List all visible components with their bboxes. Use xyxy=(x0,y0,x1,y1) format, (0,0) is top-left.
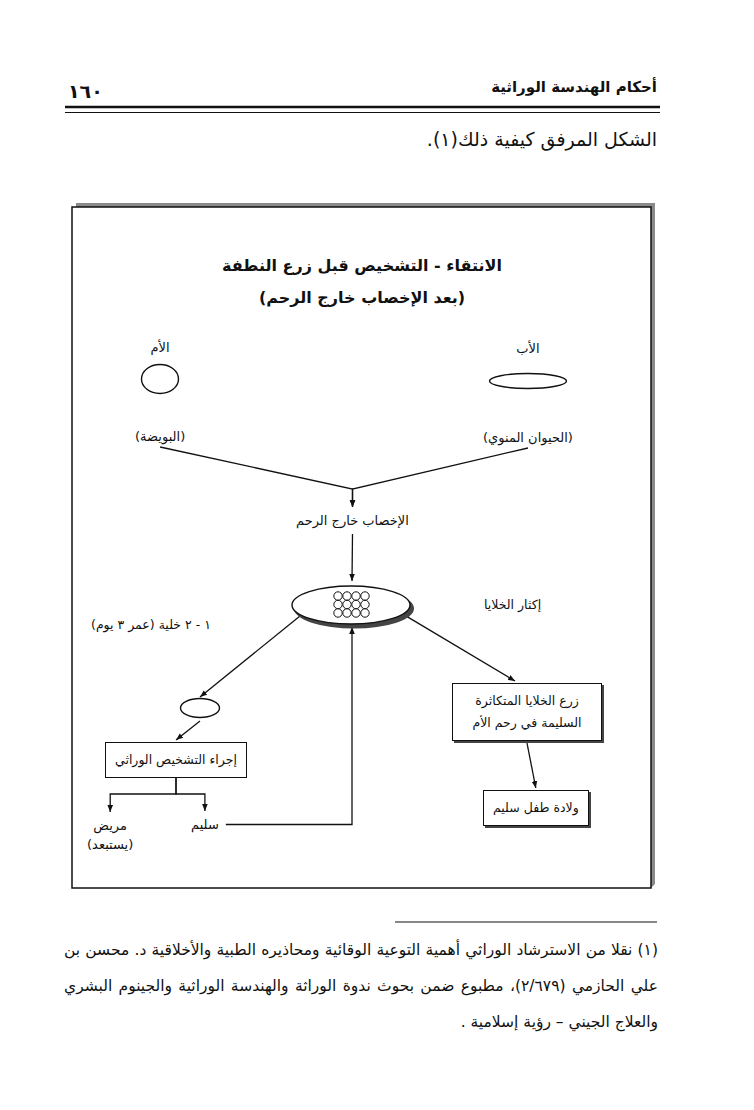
footnote-rule xyxy=(395,922,657,923)
cell-shape xyxy=(140,363,180,395)
connector-arrow xyxy=(200,616,300,697)
ellipse-outline xyxy=(289,583,415,629)
ellipse-outline xyxy=(140,363,180,395)
ellipse-outline xyxy=(179,697,221,719)
node-heading: الأم xyxy=(151,340,170,355)
ellipse-outline xyxy=(488,372,568,390)
outcome-text: سليم xyxy=(188,813,222,836)
outcome-text: مريض(يستبعد) xyxy=(84,814,136,856)
egg-cell: الأم (البويضة) xyxy=(135,340,185,444)
process-text: الإخصاب خارج الرحم xyxy=(293,509,412,532)
footnote: (١) نقلا من الاسترشاد الوراثي أهمية التو… xyxy=(64,932,658,1040)
process-box: زرع الخلايا المتكاثرة السليمة في رحم الأ… xyxy=(452,683,602,741)
connector-arrow xyxy=(226,627,352,825)
connector-arrow xyxy=(110,778,176,812)
node-text: إجراء التشخيص الوراثي xyxy=(115,749,237,771)
body-text: الشكل المرفق كيفية ذلك(١). xyxy=(200,128,657,150)
biopsy-cell: ١ - ٢ خلية (عمر ٣ يوم) xyxy=(179,697,221,719)
header-rule xyxy=(65,106,660,109)
connector-arrow xyxy=(160,447,352,507)
connector-arrow xyxy=(527,743,536,788)
node-heading: الأب xyxy=(516,341,539,356)
node-caption: (البويضة) xyxy=(135,429,185,444)
connector-arrow xyxy=(351,534,353,581)
node-text: سليم xyxy=(191,815,219,834)
node-text: (يستبعد) xyxy=(87,835,133,854)
process-box: إجراء التشخيص الوراثي xyxy=(105,742,247,778)
sperm-cell: الأب (الحيوان المنوي) xyxy=(483,341,573,445)
diagram-frame xyxy=(72,207,651,888)
diagram-title: الانتقاء - التشخيص قبل زرع النطفة (بعد ا… xyxy=(207,250,517,314)
running-header: أحكام الهندسة الوراثية xyxy=(455,78,657,96)
frame-shadow xyxy=(76,203,655,888)
page-number: ١٦٠ xyxy=(68,80,128,102)
header-rule xyxy=(65,112,660,113)
node-text: ولادة طفل سليم xyxy=(493,797,579,819)
node-text: مريض xyxy=(87,816,133,835)
node-label: ١ - ٢ خلية (عمر ٣ يوم) xyxy=(91,617,211,632)
connector-arrow xyxy=(176,778,205,811)
node-label: إكثار الخلايا xyxy=(484,597,541,612)
node-text: زرع الخلايا المتكاثرة السليمة في رحم الأ… xyxy=(462,690,592,734)
connector-arrow xyxy=(176,721,200,740)
embryo-ellipse: إكثار الخلايا xyxy=(289,583,415,629)
connector-arrow xyxy=(405,615,515,681)
node-text: الإخصاب خارج الرحم xyxy=(296,511,409,530)
cell-shape xyxy=(488,372,568,390)
node-caption: (الحيوان المنوي) xyxy=(483,430,573,445)
process-box: ولادة طفل سليم xyxy=(483,790,589,826)
connector-arrow xyxy=(353,448,529,507)
